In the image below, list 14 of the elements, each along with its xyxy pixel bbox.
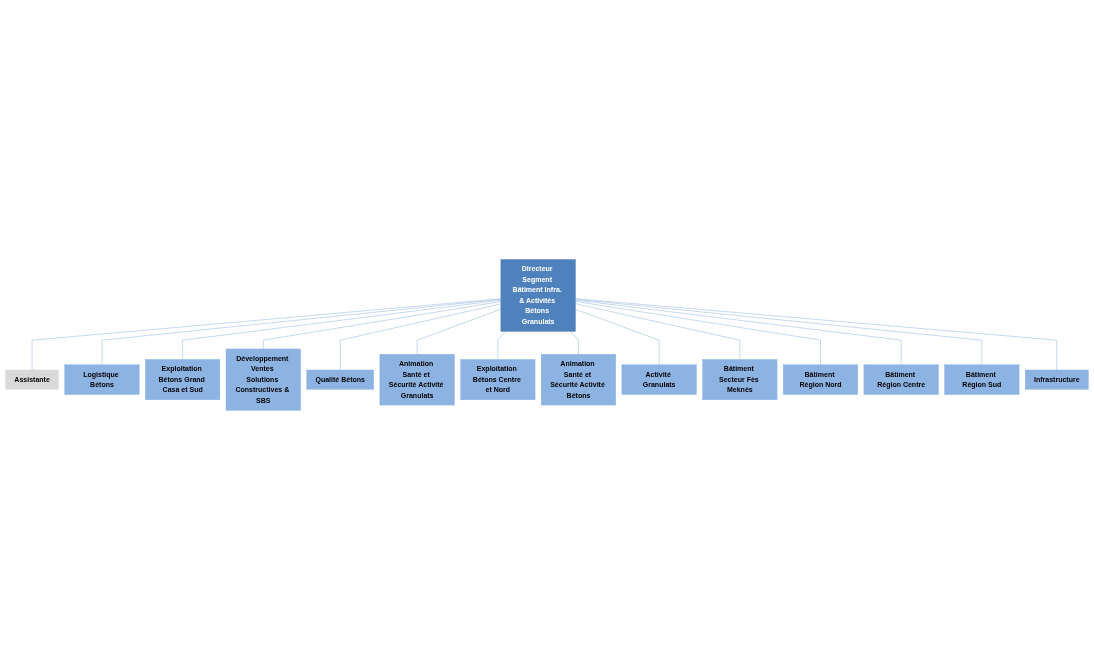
connector xyxy=(575,298,983,366)
connector xyxy=(575,303,741,360)
connector xyxy=(575,301,821,366)
connector xyxy=(182,299,502,360)
connector xyxy=(575,309,660,366)
connector xyxy=(101,299,502,366)
connector xyxy=(575,298,1058,371)
connector xyxy=(497,331,507,360)
connector xyxy=(575,299,902,366)
connector xyxy=(570,331,579,355)
connector xyxy=(416,309,502,355)
connector xyxy=(31,298,502,371)
connector xyxy=(339,303,502,371)
connector xyxy=(263,301,502,350)
